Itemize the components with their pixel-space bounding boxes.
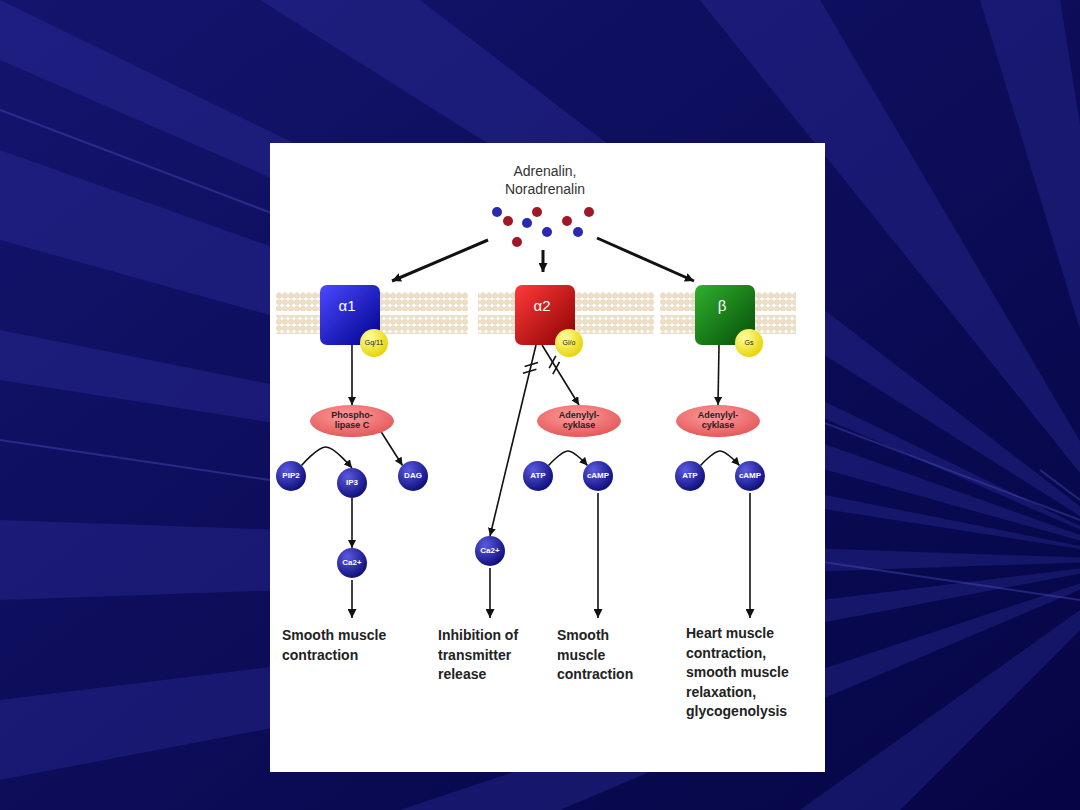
effect-arrows xyxy=(352,493,750,618)
enzyme-ellipse: Adenylyl- cyklase xyxy=(537,405,621,437)
effect-arrow xyxy=(351,580,353,618)
enzyme-shape xyxy=(537,405,621,437)
node-text: Gs xyxy=(745,339,754,347)
effect-label: Heart muscle contraction, smooth muscle … xyxy=(686,624,804,722)
node-text: Phospho- lipase C xyxy=(325,411,379,431)
molecule-circle: ATP xyxy=(675,461,705,491)
molecule-circle: cAMP xyxy=(583,461,613,491)
node-text: Adenylyl- cyklase xyxy=(552,411,606,431)
node-text: ATP xyxy=(682,472,697,481)
node-text: Gq/11 xyxy=(365,339,384,347)
molecule-shape xyxy=(583,461,613,491)
molecule-shape xyxy=(475,536,505,566)
molecule-circle: DAG xyxy=(398,461,428,491)
beta-receptor: Gs β xyxy=(695,285,755,345)
node-text: IP3 xyxy=(346,479,358,488)
node-text: Ca2+ xyxy=(342,559,361,568)
node-text: PIP2 xyxy=(282,472,299,481)
signal-arrow xyxy=(302,447,353,468)
signal-arrow xyxy=(351,345,353,405)
node-text: α1 xyxy=(338,298,355,315)
effect-label: Inhibition of transmitter release xyxy=(438,626,533,685)
block-mark xyxy=(525,362,538,366)
effect-arrow xyxy=(597,493,599,618)
molecule-shape xyxy=(735,461,765,491)
g-protein-shape xyxy=(360,329,388,357)
diagram-title: Adrenalin, Noradrenalin xyxy=(488,162,602,198)
molecule-circle: Ca2+ xyxy=(337,548,367,578)
molecule-shape xyxy=(337,548,367,578)
signal-arrow xyxy=(490,345,536,536)
adrenalin-dot xyxy=(584,207,594,217)
molecule-circle: Ca2+ xyxy=(475,536,505,566)
molecule-shape xyxy=(523,461,553,491)
signal-arrow xyxy=(701,451,740,466)
node-text: ATP xyxy=(530,472,545,481)
enzyme-shape xyxy=(310,405,394,437)
noradrenalin-dot xyxy=(542,227,552,237)
g-protein: Gq/11 xyxy=(360,329,388,357)
adrenalin-dot xyxy=(512,237,522,247)
node-text: DAG xyxy=(404,472,422,481)
streak xyxy=(1040,470,1080,500)
node-text: Gi/o xyxy=(563,339,576,347)
molecule-circle: PIP2 xyxy=(276,461,306,491)
node-text: Adenylyl- cyklase xyxy=(691,411,745,431)
alpha2-receptor: Gi/o α2 xyxy=(515,285,575,345)
enzyme-ellipse: Phospho- lipase C xyxy=(310,405,394,437)
noradrenalin-dot xyxy=(492,207,502,217)
node-text: cAMP xyxy=(587,472,609,481)
binding-arrows xyxy=(392,238,694,281)
figure-panel xyxy=(270,143,825,772)
molecule-circle: cAMP xyxy=(735,461,765,491)
noradrenalin-dot xyxy=(573,227,583,237)
g-protein: Gs xyxy=(735,329,763,357)
signal-arrow xyxy=(549,451,588,466)
signal-arrow xyxy=(351,498,353,548)
node-text: Ca2+ xyxy=(480,547,499,556)
ray xyxy=(800,560,1080,810)
binding-arrow xyxy=(542,250,545,272)
block-mark xyxy=(553,362,560,374)
molecule-shape xyxy=(675,461,705,491)
node-text: cAMP xyxy=(739,472,761,481)
signal-arrow xyxy=(718,345,719,405)
node-text: β xyxy=(718,298,727,315)
enzyme-shape xyxy=(676,405,760,437)
molecule-circle: ATP xyxy=(523,461,553,491)
node-text: α2 xyxy=(533,298,550,315)
enzyme-ellipse: Adenylyl- cyklase xyxy=(676,405,760,437)
effect-label: Smooth muscle contraction xyxy=(557,626,645,685)
g-protein-shape xyxy=(555,329,583,357)
block-mark xyxy=(523,369,536,373)
alpha1-receptor: Gq/11α1 xyxy=(320,285,380,345)
block-mark xyxy=(549,356,556,368)
adrenalin-dot xyxy=(532,207,542,217)
molecule-shape xyxy=(276,461,306,491)
noradrenalin-dot xyxy=(522,218,532,228)
molecule-shape xyxy=(337,468,367,498)
molecule-circle: IP3 xyxy=(337,468,367,498)
effect-label: Smooth muscle contraction xyxy=(282,626,407,665)
effect-arrow xyxy=(489,568,491,618)
hormone-dots xyxy=(492,207,594,247)
ray xyxy=(980,0,1080,560)
g-protein-shape xyxy=(735,329,763,357)
adrenalin-dot xyxy=(503,216,513,226)
binding-arrow xyxy=(392,240,488,281)
g-protein: Gi/o xyxy=(555,329,583,357)
binding-arrow xyxy=(597,238,694,281)
signal-arrow xyxy=(381,432,402,465)
adrenalin-dot xyxy=(562,216,572,226)
effect-arrow xyxy=(749,493,751,618)
molecule-shape xyxy=(398,461,428,491)
